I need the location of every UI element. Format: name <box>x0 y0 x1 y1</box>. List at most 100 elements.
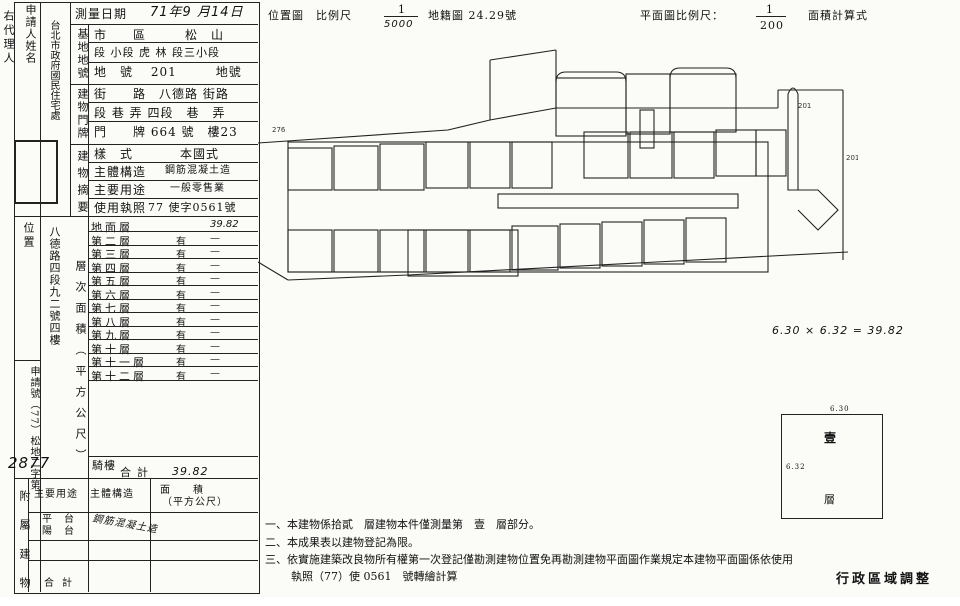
note-1: 一、本建物係拾貳 層建物本件僅測量第 壹 層部分。 <box>265 518 540 531</box>
floor-name: 第二層 <box>91 234 133 248</box>
floor-row-divider <box>88 366 258 367</box>
cadastral-map-label: 地籍圖 24.29號 <box>428 9 517 22</box>
attached-row-2: 陽 台 <box>42 526 75 537</box>
total-label: 合計 <box>120 466 154 479</box>
form-frame <box>14 2 260 594</box>
floor-row: 第十二層 有 — <box>88 367 258 383</box>
lane-row: 段 巷 弄 四段 巷 弄 <box>94 106 226 120</box>
application-code: 2877 <box>8 454 51 472</box>
location-value: 八德路四段九二號四樓 <box>48 226 61 346</box>
floor-name: 第十層 <box>91 342 133 356</box>
style-value: 本國式 <box>180 147 220 161</box>
floor-mark: 有 <box>176 277 186 288</box>
floor-name: 第四層 <box>91 261 133 275</box>
note-2: 二、本成果表以建物登記為限。 <box>265 536 419 549</box>
floor-mark: 有 <box>176 371 186 383</box>
plan-box-height: 6.32 <box>786 463 806 471</box>
structure-label: 主體構造 <box>94 165 147 179</box>
applicant-label: 申請人姓名 <box>24 4 37 64</box>
survey-date-label: 測量日期 <box>75 7 128 21</box>
floor-mark: 有 <box>176 331 186 342</box>
floor-area-value: — <box>210 246 220 257</box>
attached-area-header: 面 積 <box>160 485 204 496</box>
floor-name: 第九層 <box>91 329 133 342</box>
plan-label-right: 201 <box>798 102 811 110</box>
application-number: 申請號（77）松地二字第 <box>28 366 39 491</box>
plan-label-left: 276 <box>272 126 286 134</box>
floor-name: 第七層 <box>91 302 133 315</box>
floor-plan-scale-den: 200 <box>760 19 784 32</box>
floor-row-divider <box>88 298 258 300</box>
floor-name: 第三層 <box>91 248 133 261</box>
door-number-row: 門 牌 664 號 樓23 <box>94 125 238 139</box>
floor-row-divider <box>88 325 258 327</box>
floor-mark: 有 <box>176 344 186 356</box>
floor-area-value: — <box>210 273 220 284</box>
floor-name: 第五層 <box>91 275 133 288</box>
floor-area-value: — <box>210 327 220 338</box>
floor-mark: 有 <box>176 290 186 302</box>
floor-mark: 有 <box>176 250 186 261</box>
section-row: 段 小段 虎 林 段三小段 <box>94 46 220 59</box>
attached-unit: （平方公尺） <box>162 497 228 508</box>
floor-mark: 有 <box>176 304 186 315</box>
note-3-cont: 執照（77）使 0561 號轉繪計算 <box>291 570 458 583</box>
floor-row: 第八層有— <box>88 313 258 329</box>
office-stamp: 行政區域調整 <box>836 572 933 587</box>
floor-area-value: — <box>210 313 220 325</box>
lot-number-row: 地 號 201 地號 <box>94 65 242 79</box>
agent-label: 右代理人 <box>2 10 15 66</box>
floor-row-divider <box>88 312 258 313</box>
attached-row-1: 平 台 <box>42 514 75 525</box>
applicant-name: 台北市政府國民住宅處 <box>48 20 59 120</box>
style-label: 樣 式 <box>94 147 134 161</box>
attached-total-label: 合計 <box>44 578 80 589</box>
floor-row-divider <box>88 339 258 340</box>
location-plan-drawing: 201 201-7 276 <box>258 49 858 281</box>
floor-row: 第二層有— <box>88 232 258 248</box>
seal-stamp <box>14 140 58 204</box>
floor-row-divider <box>88 271 258 273</box>
main-use-label: 主要用途 <box>94 183 147 197</box>
plan-label-edge: 201-7 <box>846 154 858 162</box>
location-map-scale-den: 5000 <box>384 19 414 30</box>
plan-box-floor-label-1: 壹 <box>824 431 838 445</box>
floor-row-divider <box>88 231 258 232</box>
floor-row: 第五層 有 — <box>88 272 258 288</box>
license-value: 77 使字0561號 <box>148 201 237 214</box>
floor-row: 第九層 有 — <box>88 326 258 342</box>
street-row: 街 路 八德路 街路 <box>94 87 229 101</box>
floor-plan-scale-num: 1 <box>766 3 774 16</box>
floor-area-value: — <box>210 367 220 379</box>
patio-label: 騎樓 <box>92 459 116 472</box>
floor-mark: 有 <box>176 236 186 248</box>
survey-date-value: 71年9 月14日 <box>150 5 244 20</box>
location-map-scale-label: 位置圖 比例尺 <box>268 9 352 22</box>
floor-name: 第十一層 <box>91 356 147 369</box>
main-use-value: 一般零售業 <box>170 183 225 194</box>
note-3: 三、依實施建築改良物所有權第一次登記僅勘測建物位置免再勘測建物平面圖作業規定本建… <box>265 553 793 566</box>
total-value: 39.82 <box>172 465 209 478</box>
attached-label: 附屬建物 <box>18 490 31 606</box>
plan-box-floor-label-2: 層 <box>824 493 836 506</box>
area-calc-label: 面積計算式 <box>808 9 868 22</box>
floor-name: 第十二層 <box>91 369 147 383</box>
floor-row: 第六層 有 — <box>88 286 258 302</box>
floor-row-divider <box>88 285 258 286</box>
floor-mark: 有 <box>176 263 186 275</box>
base-address-label: 基地地號 <box>76 28 89 80</box>
floor-area-value: — <box>210 259 220 271</box>
location-map-scale-num: 1 <box>398 3 406 16</box>
plan-box-width: 6.30 <box>830 405 850 413</box>
floor-row: 第十層有— <box>88 340 258 356</box>
floor-area-value: — <box>210 286 220 298</box>
attached-use-header: 主要用途 <box>34 489 78 500</box>
city-district-row: 市 區 松 山 <box>94 28 225 42</box>
floor-name: 第六層 <box>91 288 133 302</box>
floor-row: 第七層有— <box>88 299 258 315</box>
floor-row-divider <box>88 244 258 246</box>
floor-row-divider <box>88 258 258 259</box>
location-label: 位置 <box>22 222 35 250</box>
